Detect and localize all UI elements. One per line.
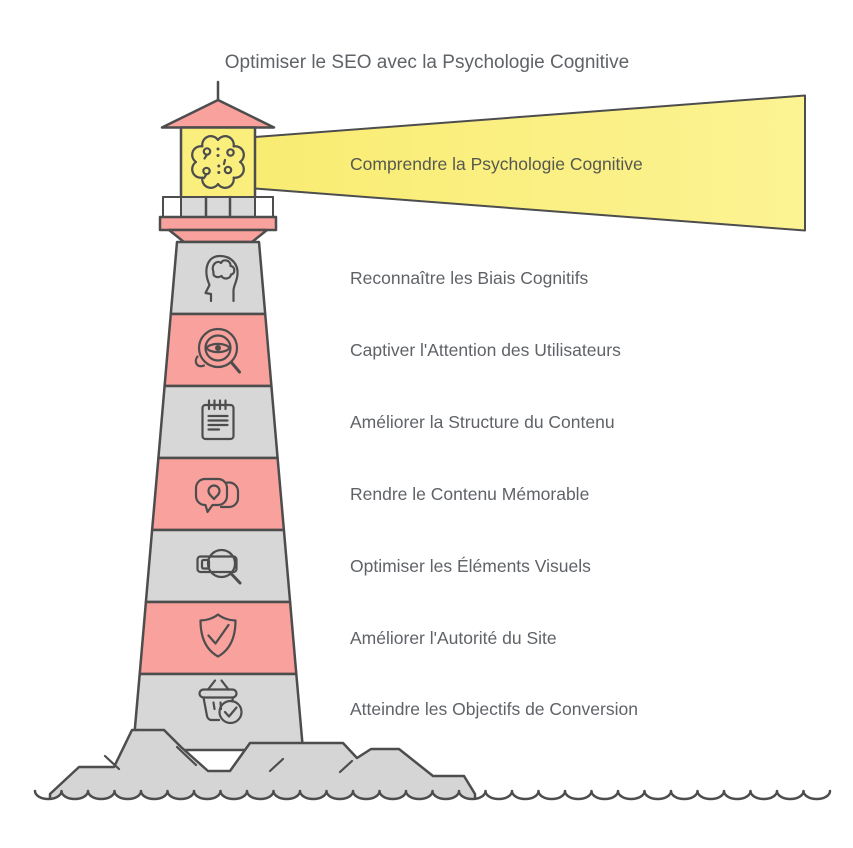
notepad-icon	[201, 399, 235, 441]
gallery-base	[167, 228, 269, 244]
tier-band-6	[138, 600, 298, 676]
step-label: Reconnaître les Biais Cognitifs	[350, 268, 589, 288]
shield-check-icon	[199, 613, 237, 658]
step-label: Rendre le Contenu Mémorable	[350, 484, 589, 504]
rock-crack	[268, 757, 285, 773]
head-brain-icon	[204, 254, 239, 303]
step-label: Atteindre les Objectifs de Conversion	[350, 699, 638, 719]
eye-magnifier-bubble-icon	[194, 327, 241, 374]
gallery-platform	[158, 215, 278, 232]
wave-line	[33, 789, 832, 801]
chat-idea-icon	[194, 477, 240, 514]
lamp-room	[179, 126, 257, 199]
rock-crack	[175, 745, 198, 767]
rock-crack	[338, 759, 354, 774]
water	[35, 791, 830, 848]
tier-band-3	[157, 384, 279, 460]
roof	[160, 98, 276, 129]
step-label: Captiver l'Attention des Utilisateurs	[350, 340, 621, 360]
rocks	[48, 728, 477, 802]
circuit-brain-icon	[191, 135, 245, 189]
basket-check-icon	[198, 679, 243, 725]
tier-band-5	[144, 528, 292, 604]
rock-crack	[103, 754, 121, 771]
beam-label: Comprendre la Psychologie Cognitive	[350, 154, 643, 174]
step-label: Optimiser les Éléments Visuels	[350, 556, 591, 576]
step-label: Améliorer la Structure du Contenu	[350, 412, 615, 432]
gallery-railing	[162, 195, 274, 219]
page-title: Optimiser le SEO avec la Psychologie Cog…	[225, 52, 629, 73]
step-label: Améliorer l'Autorité du Site	[350, 628, 557, 648]
tower	[131, 240, 305, 752]
lighthouse-top	[158, 80, 278, 244]
image-magnifier-icon	[196, 548, 242, 585]
